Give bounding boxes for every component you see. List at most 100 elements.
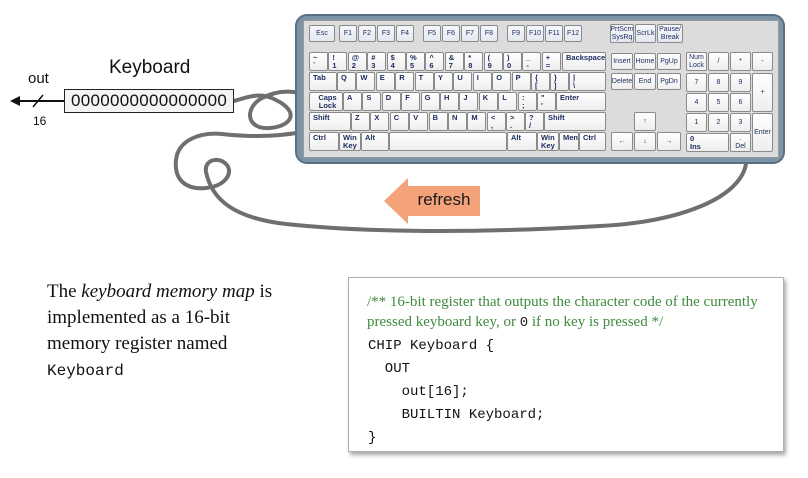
key-num-0[interactable]: ~` bbox=[309, 52, 328, 71]
key-b[interactable]: B bbox=[428, 112, 448, 131]
key-np-enter[interactable]: Enter bbox=[752, 113, 773, 152]
key-y[interactable]: Y bbox=[434, 72, 453, 91]
key-num-3[interactable]: #3 bbox=[367, 52, 387, 71]
key-l[interactable]: L bbox=[498, 92, 518, 111]
key-scrlk[interactable]: ScrLk bbox=[635, 24, 656, 43]
key-arrow-left[interactable]: ← bbox=[611, 132, 633, 151]
key-f1[interactable]: F1 bbox=[339, 25, 357, 42]
key-np4[interactable]: 4 bbox=[686, 93, 707, 112]
key-f4[interactable]: F4 bbox=[396, 25, 414, 42]
key-bracket-right[interactable]: }] bbox=[550, 72, 569, 91]
key-d[interactable]: D bbox=[381, 92, 401, 111]
key-np6[interactable]: 6 bbox=[730, 93, 751, 112]
key-f10[interactable]: F10 bbox=[526, 25, 544, 42]
key-z[interactable]: Z bbox=[351, 112, 370, 131]
key-delete[interactable]: Delete bbox=[611, 73, 633, 90]
key-bracket-left[interactable]: {[ bbox=[531, 72, 550, 91]
key-np2[interactable]: 2 bbox=[708, 113, 729, 132]
key-num-8[interactable]: *8 bbox=[464, 52, 484, 71]
key-np-dot[interactable]: .Del bbox=[730, 133, 751, 152]
key-np5[interactable]: 5 bbox=[708, 93, 729, 112]
key-backspace[interactable]: Backspace bbox=[562, 52, 606, 71]
key-alt-right[interactable]: Alt bbox=[507, 132, 537, 151]
key-f2[interactable]: F2 bbox=[358, 25, 376, 42]
key-np9[interactable]: 9 bbox=[730, 73, 751, 92]
key-pgdn[interactable]: PgDn bbox=[657, 73, 681, 90]
key-end[interactable]: End bbox=[634, 73, 656, 90]
key-f[interactable]: F bbox=[401, 92, 421, 111]
key-arrow-down[interactable]: ↓ bbox=[634, 132, 656, 151]
key-s[interactable]: S bbox=[362, 92, 382, 111]
key-f9[interactable]: F9 bbox=[507, 25, 525, 42]
key-f3[interactable]: F3 bbox=[377, 25, 395, 42]
key-m[interactable]: M bbox=[467, 112, 487, 131]
key-f11[interactable]: F11 bbox=[545, 25, 563, 42]
key-f7[interactable]: F7 bbox=[461, 25, 479, 42]
key-f5[interactable]: F5 bbox=[423, 25, 441, 42]
key-num-5[interactable]: %5 bbox=[406, 52, 425, 71]
key-num-7[interactable]: &7 bbox=[444, 52, 464, 71]
key-np-div[interactable]: / bbox=[708, 52, 729, 71]
key-np-mul[interactable]: * bbox=[730, 52, 751, 71]
key-n[interactable]: N bbox=[448, 112, 467, 131]
key-np3[interactable]: 3 bbox=[730, 113, 751, 132]
key-capslock[interactable]: Caps Lock bbox=[309, 92, 343, 111]
key-c[interactable]: C bbox=[389, 112, 409, 131]
key-p[interactable]: P bbox=[511, 72, 531, 91]
key-pipe[interactable]: |\ bbox=[569, 72, 606, 91]
key-np7[interactable]: 7 bbox=[686, 73, 707, 92]
key-f12[interactable]: F12 bbox=[564, 25, 582, 42]
key-q[interactable]: Q bbox=[337, 72, 356, 91]
key-shift-left[interactable]: Shift bbox=[309, 112, 351, 131]
key-comma[interactable]: <, bbox=[487, 112, 506, 131]
key-ctrl-right[interactable]: Ctrl bbox=[579, 132, 606, 151]
key-slash[interactable]: ?/ bbox=[525, 112, 544, 131]
key-k[interactable]: K bbox=[478, 92, 498, 111]
key-pgup[interactable]: PgUp bbox=[657, 53, 681, 70]
key-num-1[interactable]: !1 bbox=[328, 52, 348, 71]
key-np-add[interactable]: + bbox=[752, 73, 773, 112]
key-a[interactable]: A bbox=[343, 92, 362, 111]
key-np1[interactable]: 1 bbox=[686, 113, 707, 132]
key-pause[interactable]: Pause/Break bbox=[657, 24, 683, 43]
key-num-2[interactable]: @2 bbox=[347, 52, 367, 71]
key-x[interactable]: X bbox=[370, 112, 390, 131]
key-home[interactable]: Home bbox=[634, 53, 656, 70]
key-num-12[interactable]: += bbox=[541, 52, 561, 71]
key-t[interactable]: T bbox=[414, 72, 434, 91]
key-j[interactable]: J bbox=[459, 92, 479, 111]
key-g[interactable]: G bbox=[420, 92, 440, 111]
key-w[interactable]: W bbox=[356, 72, 376, 91]
key-f8[interactable]: F8 bbox=[480, 25, 498, 42]
key-space[interactable] bbox=[389, 132, 507, 151]
key-e[interactable]: E bbox=[375, 72, 395, 91]
key-num-6[interactable]: ^6 bbox=[425, 52, 445, 71]
key-num-11[interactable]: _- bbox=[522, 52, 542, 71]
key-i[interactable]: I bbox=[472, 72, 492, 91]
key-alt-left[interactable]: Alt bbox=[361, 132, 389, 151]
key-u[interactable]: U bbox=[453, 72, 473, 91]
key-r[interactable]: R bbox=[395, 72, 415, 91]
key-arrow-right[interactable]: → bbox=[657, 132, 681, 151]
key-insert[interactable]: Insert bbox=[611, 53, 633, 70]
key-num-9[interactable]: (9 bbox=[483, 52, 503, 71]
key-f6[interactable]: F6 bbox=[442, 25, 460, 42]
key-period[interactable]: >. bbox=[506, 112, 525, 131]
key-np-sub[interactable]: - bbox=[752, 52, 773, 71]
key-arrow-up[interactable]: ↑ bbox=[634, 112, 656, 131]
key-semicolon[interactable]: :; bbox=[518, 92, 537, 111]
key-np8[interactable]: 8 bbox=[708, 73, 729, 92]
key-num-10[interactable]: )0 bbox=[503, 52, 522, 71]
key-esc[interactable]: Esc bbox=[309, 25, 335, 42]
key-ctrl-left[interactable]: Ctrl bbox=[309, 132, 339, 151]
key-tab[interactable]: Tab bbox=[309, 72, 337, 91]
key-v[interactable]: V bbox=[409, 112, 429, 131]
key-o[interactable]: O bbox=[492, 72, 512, 91]
key-shift-right[interactable]: Shift bbox=[544, 112, 606, 131]
key-menu[interactable]: Menu bbox=[559, 132, 579, 151]
